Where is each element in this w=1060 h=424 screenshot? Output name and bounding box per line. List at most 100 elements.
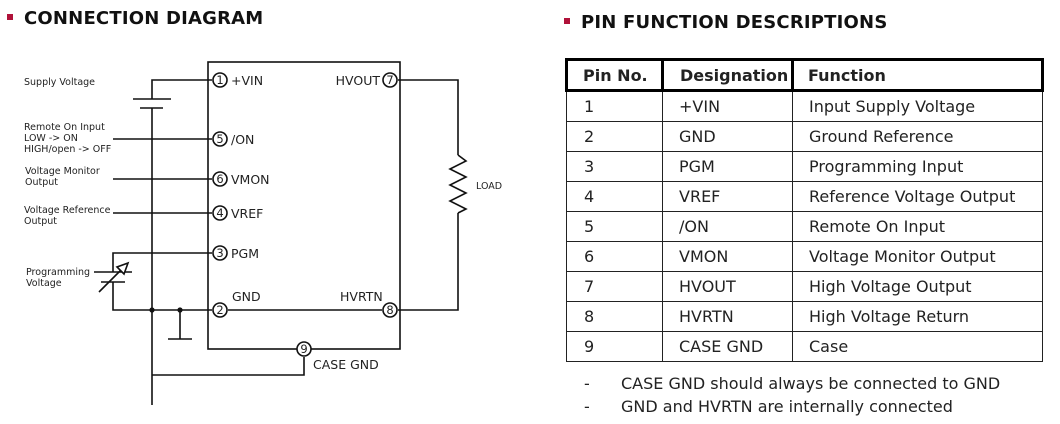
label-vref-line2: Output — [24, 216, 57, 227]
table-row: 3 PGM Programming Input — [566, 151, 1043, 182]
table-row: 9 CASE GND Case — [566, 331, 1043, 362]
pin-number: 6 — [216, 172, 223, 186]
ground-symbol — [168, 310, 192, 340]
cell-designation: /ON — [662, 211, 793, 242]
label-programming-line1: Programming — [26, 267, 90, 278]
table-row: 8 HVRTN High Voltage Return — [566, 301, 1043, 332]
header-designation: Designation — [661, 58, 794, 92]
label-load: LOAD — [476, 181, 502, 192]
cell-function: Ground Reference — [792, 121, 1043, 152]
cell-pin-no: 5 — [566, 211, 663, 242]
pin-2-circle — [212, 302, 228, 318]
cell-pin-no: 3 — [566, 151, 663, 182]
label-supply-voltage: Supply Voltage — [24, 77, 95, 88]
cell-designation: GND — [662, 121, 793, 152]
label-vmon-line2: Output — [25, 177, 58, 188]
cell-designation: HVOUT — [662, 271, 793, 302]
pin-number: 3 — [216, 246, 223, 260]
cell-function: Case — [792, 331, 1043, 362]
pin-6-circle — [212, 171, 228, 187]
pin-number: 8 — [386, 303, 393, 317]
wire-hvout — [398, 79, 459, 155]
pin-label-gnd: GND — [232, 289, 261, 304]
pin-label-vref: VREF — [231, 206, 263, 221]
cell-function: Remote On Input — [792, 211, 1043, 242]
cell-function: Input Supply Voltage — [792, 90, 1043, 122]
pin-number: 2 — [216, 303, 223, 317]
cell-function: Voltage Monitor Output — [792, 241, 1043, 272]
note-text: CASE GND should always be connected to G… — [621, 374, 1001, 393]
table-row: 1 +VIN Input Supply Voltage — [566, 90, 1043, 122]
table-row: 4 VREF Reference Voltage Output — [566, 181, 1043, 212]
pin-7-circle — [382, 72, 398, 88]
pin-label-pgm: PGM — [231, 246, 259, 261]
cell-designation: PGM — [662, 151, 793, 182]
cell-pin-no: 6 — [566, 241, 663, 272]
pin-label-hvout: HVOUT — [336, 73, 381, 88]
pin-label-hvrtn: HVRTN — [340, 289, 383, 304]
label-vref-line1: Voltage Reference — [24, 205, 111, 216]
note-dash: - — [584, 397, 590, 416]
label-remote-on-line3: HIGH/open -> OFF — [24, 144, 111, 155]
variable-source-symbol — [94, 252, 212, 311]
cell-pin-no: 4 — [566, 181, 663, 212]
cell-designation: VMON — [662, 241, 793, 272]
cell-function: Reference Voltage Output — [792, 181, 1043, 212]
pin-5-circle — [212, 131, 228, 147]
load-resistor — [448, 154, 468, 214]
pin-label-vin: +VIN — [231, 73, 263, 88]
cell-designation: HVRTN — [662, 301, 793, 332]
header-function: Function — [791, 58, 1044, 92]
table-row: 2 GND Ground Reference — [566, 121, 1043, 152]
cell-pin-no: 8 — [566, 301, 663, 332]
cell-pin-no: 7 — [566, 271, 663, 302]
note-dash: - — [584, 374, 590, 393]
bullet-square-icon — [564, 18, 570, 24]
pin-function-title-text: PIN FUNCTION DESCRIPTIONS — [581, 12, 888, 33]
table-row: 6 VMON Voltage Monitor Output — [566, 241, 1043, 272]
table-row: 5 /ON Remote On Input — [566, 211, 1043, 242]
cell-function: High Voltage Return — [792, 301, 1043, 332]
junction-dot — [149, 307, 155, 313]
note-text: GND and HVRTN are internally connected — [621, 397, 953, 416]
pin-number: 4 — [216, 206, 223, 220]
cell-designation: VREF — [662, 181, 793, 212]
cell-pin-no: 9 — [566, 331, 663, 362]
pin-1-circle — [212, 72, 228, 88]
pin-8-circle — [382, 302, 398, 318]
label-remote-on-line2: LOW -> ON — [24, 133, 78, 144]
note-item: - CASE GND should always be connected to … — [584, 372, 1000, 395]
wire-case-gnd — [152, 357, 305, 376]
pin-number: 5 — [216, 132, 223, 146]
table-header-row: Pin No. Designation Function — [565, 58, 1044, 92]
pin-function-table: Pin No. Designation Function 1 +VIN Inpu… — [565, 58, 1044, 362]
connection-diagram: 1 5 6 4 3 2 7 8 9 +VIN /ON VMON VREF PGM… — [24, 61, 502, 405]
cell-designation: +VIN — [662, 90, 793, 122]
pin-label-vmon: VMON — [231, 172, 270, 187]
pin-label-on: /ON — [231, 132, 254, 147]
pin-3-circle — [212, 245, 228, 261]
battery-symbol — [133, 79, 212, 109]
pin-9-circle — [296, 341, 312, 357]
bullet-square-icon — [7, 14, 13, 20]
label-programming-line2: Voltage — [26, 278, 62, 289]
pin-number: 9 — [300, 342, 307, 356]
label-remote-on-line1: Remote On Input — [24, 122, 105, 133]
pin-label-case-gnd: CASE GND — [313, 357, 379, 372]
cell-function: High Voltage Output — [792, 271, 1043, 302]
pin-number: 1 — [216, 73, 223, 87]
cell-designation: CASE GND — [662, 331, 793, 362]
table-row: 7 HVOUT High Voltage Output — [566, 271, 1043, 302]
cell-pin-no: 2 — [566, 121, 663, 152]
connection-diagram-title: CONNECTION DIAGRAM — [7, 8, 263, 29]
label-vmon-line1: Voltage Monitor — [25, 166, 100, 177]
junction-dot — [177, 307, 183, 313]
pin-4-circle — [212, 205, 228, 221]
pin-function-title: PIN FUNCTION DESCRIPTIONS — [564, 12, 887, 33]
pin-number: 7 — [386, 73, 393, 87]
wire-hvrtn — [398, 213, 459, 311]
cell-function: Programming Input — [792, 151, 1043, 182]
note-item: - GND and HVRTN are internally connected — [584, 395, 1000, 418]
header-pin-no: Pin No. — [565, 58, 664, 92]
table-notes: - CASE GND should always be connected to … — [584, 372, 1000, 418]
